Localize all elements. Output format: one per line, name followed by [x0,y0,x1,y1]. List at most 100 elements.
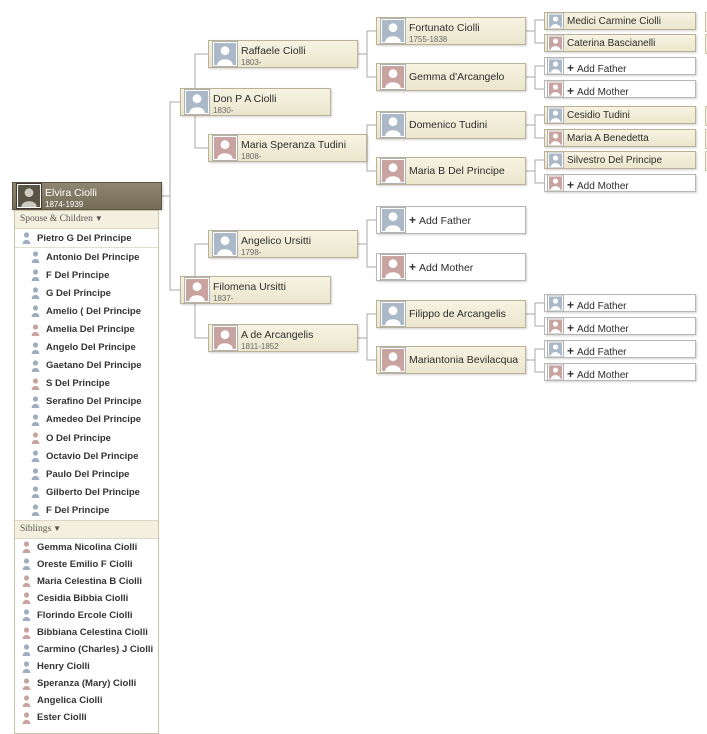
child-item-name: O Del Principe [46,432,111,444]
next-generation-tab[interactable] [705,106,707,126]
person-silhouette-male-icon [31,486,40,499]
add-mother-button[interactable]: +Add Mother [544,174,696,192]
add-mother-button[interactable]: +Add Mother [544,317,696,335]
person-silhouette-female-icon [213,326,237,350]
person-silhouette-female-icon [548,318,563,334]
child-item[interactable]: Antonio Del Principe [15,248,158,266]
next-generation-tab[interactable] [705,12,707,32]
mother-card[interactable]: Filomena Ursitti 1837- [180,276,331,304]
child-item-name: Amelia Del Principe [46,324,135,336]
child-item[interactable]: Octavio Del Principe [15,447,158,465]
child-item[interactable]: Gaetano Del Principe [15,357,158,375]
siblings-header[interactable]: Siblings▼ [15,519,158,539]
child-item-name: Serafino Del Principe [46,396,142,408]
next-generation-tab[interactable] [705,34,707,54]
sibling-item[interactable]: Oreste Emilio F Ciolli [15,556,158,573]
child-item[interactable]: Amelio ( Del Principe [15,302,158,320]
person-silhouette-female-icon [213,136,237,160]
maternal-grandfather-card[interactable]: Angelico Ursitti 1798- [208,230,358,258]
spouse-item[interactable]: Pietro G Del Principe [15,229,158,249]
add-father-label: Add Father [419,215,471,227]
person-silhouette-male-icon [22,609,31,622]
ancestor-name: Medici Carmine Ciolli [567,16,661,27]
sibling-item-name: Angelica Ciolli [37,695,103,707]
child-item[interactable]: Angelo Del Principe [15,339,158,357]
child-item-name: Amelio ( Del Principe [46,305,142,317]
ancestor-card-caterina[interactable]: Caterina Bascianelli [544,34,696,52]
sibling-item[interactable]: Bibbiana Celestina Ciolli [15,624,158,641]
add-father-button[interactable]: +Add Father [376,206,526,234]
child-item[interactable]: Serafino Del Principe [15,393,158,411]
child-item-name: Antonio Del Principe [46,251,140,263]
ancestor-card-maria-b[interactable]: Maria B Del Principe [376,157,526,185]
child-item[interactable]: F Del Principe [15,501,158,519]
child-item-name: Paulo Del Principe [46,468,130,480]
sibling-item[interactable]: Maria Celestina B Ciolli [15,573,158,590]
ancestor-card-cesidio[interactable]: Cesidio Tudini [544,106,696,124]
sibling-item[interactable]: Ester Ciolli [15,709,158,726]
paternal-grandmother-card[interactable]: Maria Speranza Tudini 1808- [208,134,367,162]
next-generation-tab[interactable] [705,151,707,171]
person-silhouette-male-icon [548,152,563,168]
sibling-item-name: Oreste Emilio F Ciolli [37,558,133,570]
add-father-button[interactable]: +Add Father [544,294,696,312]
ancestor-card-maria-a[interactable]: Maria A Benedetta [544,129,696,147]
spouse-children-header[interactable]: Spouse & Children▼ [15,211,158,229]
ancestor-card-gemma[interactable]: Gemma d'Arcangelo [376,63,526,91]
child-item[interactable]: Amelia Del Principe [15,320,158,338]
sibling-item[interactable]: Gemma Nicolina Ciolli [15,539,158,556]
person-silhouette-female-icon [17,184,41,208]
child-item[interactable]: S Del Principe [15,375,158,393]
child-item-name: Angelo Del Principe [46,342,136,354]
sibling-item[interactable]: Henry Ciolli [15,658,158,675]
child-item[interactable]: O Del Principe [15,429,158,447]
ancestor-card-medici[interactable]: Medici Carmine Ciolli [544,12,696,30]
add-father-label: Add Father [577,347,627,358]
plus-icon: + [567,367,575,381]
maternal-grandmother-card[interactable]: A de Arcangelis 1811-1852 [208,324,358,352]
ancestor-name: Domenico Tudini [409,119,488,131]
child-item[interactable]: Gilberto Del Principe [15,483,158,501]
sibling-item-name: Florindo Ercole Ciolli [37,609,133,621]
sibling-item-name: Ester Ciolli [37,712,87,724]
ancestor-name: Maria A Benedetta [567,133,649,144]
child-item[interactable]: G Del Principe [15,284,158,302]
person-silhouette-male-icon [31,269,40,282]
add-father-button[interactable]: +Add Father [544,57,696,75]
ancestor-card-fortunato[interactable]: Fortunato Ciolli 1755-1838 [376,17,526,45]
person-silhouette-female-icon [381,65,405,89]
person-silhouette-female-icon [548,81,563,97]
person-silhouette-male-icon [22,644,31,656]
add-mother-button[interactable]: +Add Mother [376,253,526,281]
person-silhouette-female-icon [381,255,405,279]
paternal-grandfather-name: Raffaele Ciolli [241,45,306,57]
sibling-item[interactable]: Cesidia Bibbia Ciolli [15,590,158,607]
child-item[interactable]: Amedeo Del Principe [15,411,158,429]
next-generation-tab[interactable] [705,129,707,149]
connector-fortunato [526,19,544,44]
person-silhouette-female-icon [22,626,31,639]
ancestor-card-mariantonia[interactable]: Mariantonia Bevilacqua [376,346,526,374]
child-item[interactable]: Paulo Del Principe [15,465,158,483]
ancestor-card-filippo[interactable]: Filippo de Arcangelis [376,300,526,328]
person-silhouette-female-icon [381,348,405,372]
person-silhouette-male-icon [31,342,40,354]
person-silhouette-male-icon [31,305,40,318]
person-silhouette-female-icon [548,130,563,146]
sibling-item[interactable]: Florindo Ercole Ciolli [15,607,158,624]
root-person-card[interactable]: Elvira Ciolli 1874-1939 [12,182,162,210]
connector-root-parents [162,101,180,291]
sibling-item[interactable]: Carmino (Charles) J Ciolli [15,641,158,658]
paternal-grandfather-card[interactable]: Raffaele Ciolli 1803- [208,40,358,68]
add-mother-button[interactable]: +Add Mother [544,80,696,98]
ancestor-card-domenico[interactable]: Domenico Tudini [376,111,526,139]
add-father-button[interactable]: +Add Father [544,340,696,358]
child-item[interactable]: F Del Principe [15,266,158,284]
maternal-grandmother-dates: 1811-1852 [241,342,279,351]
sibling-item[interactable]: Angelica Ciolli [15,692,158,709]
add-mother-button[interactable]: +Add Mother [544,363,696,381]
father-card[interactable]: Don P A Ciolli 1830- [180,88,331,116]
sibling-item[interactable]: Speranza (Mary) Ciolli [15,675,158,692]
ancestor-card-silvestro[interactable]: Silvestro Del Principe [544,151,696,169]
connector-filippo [526,302,544,327]
